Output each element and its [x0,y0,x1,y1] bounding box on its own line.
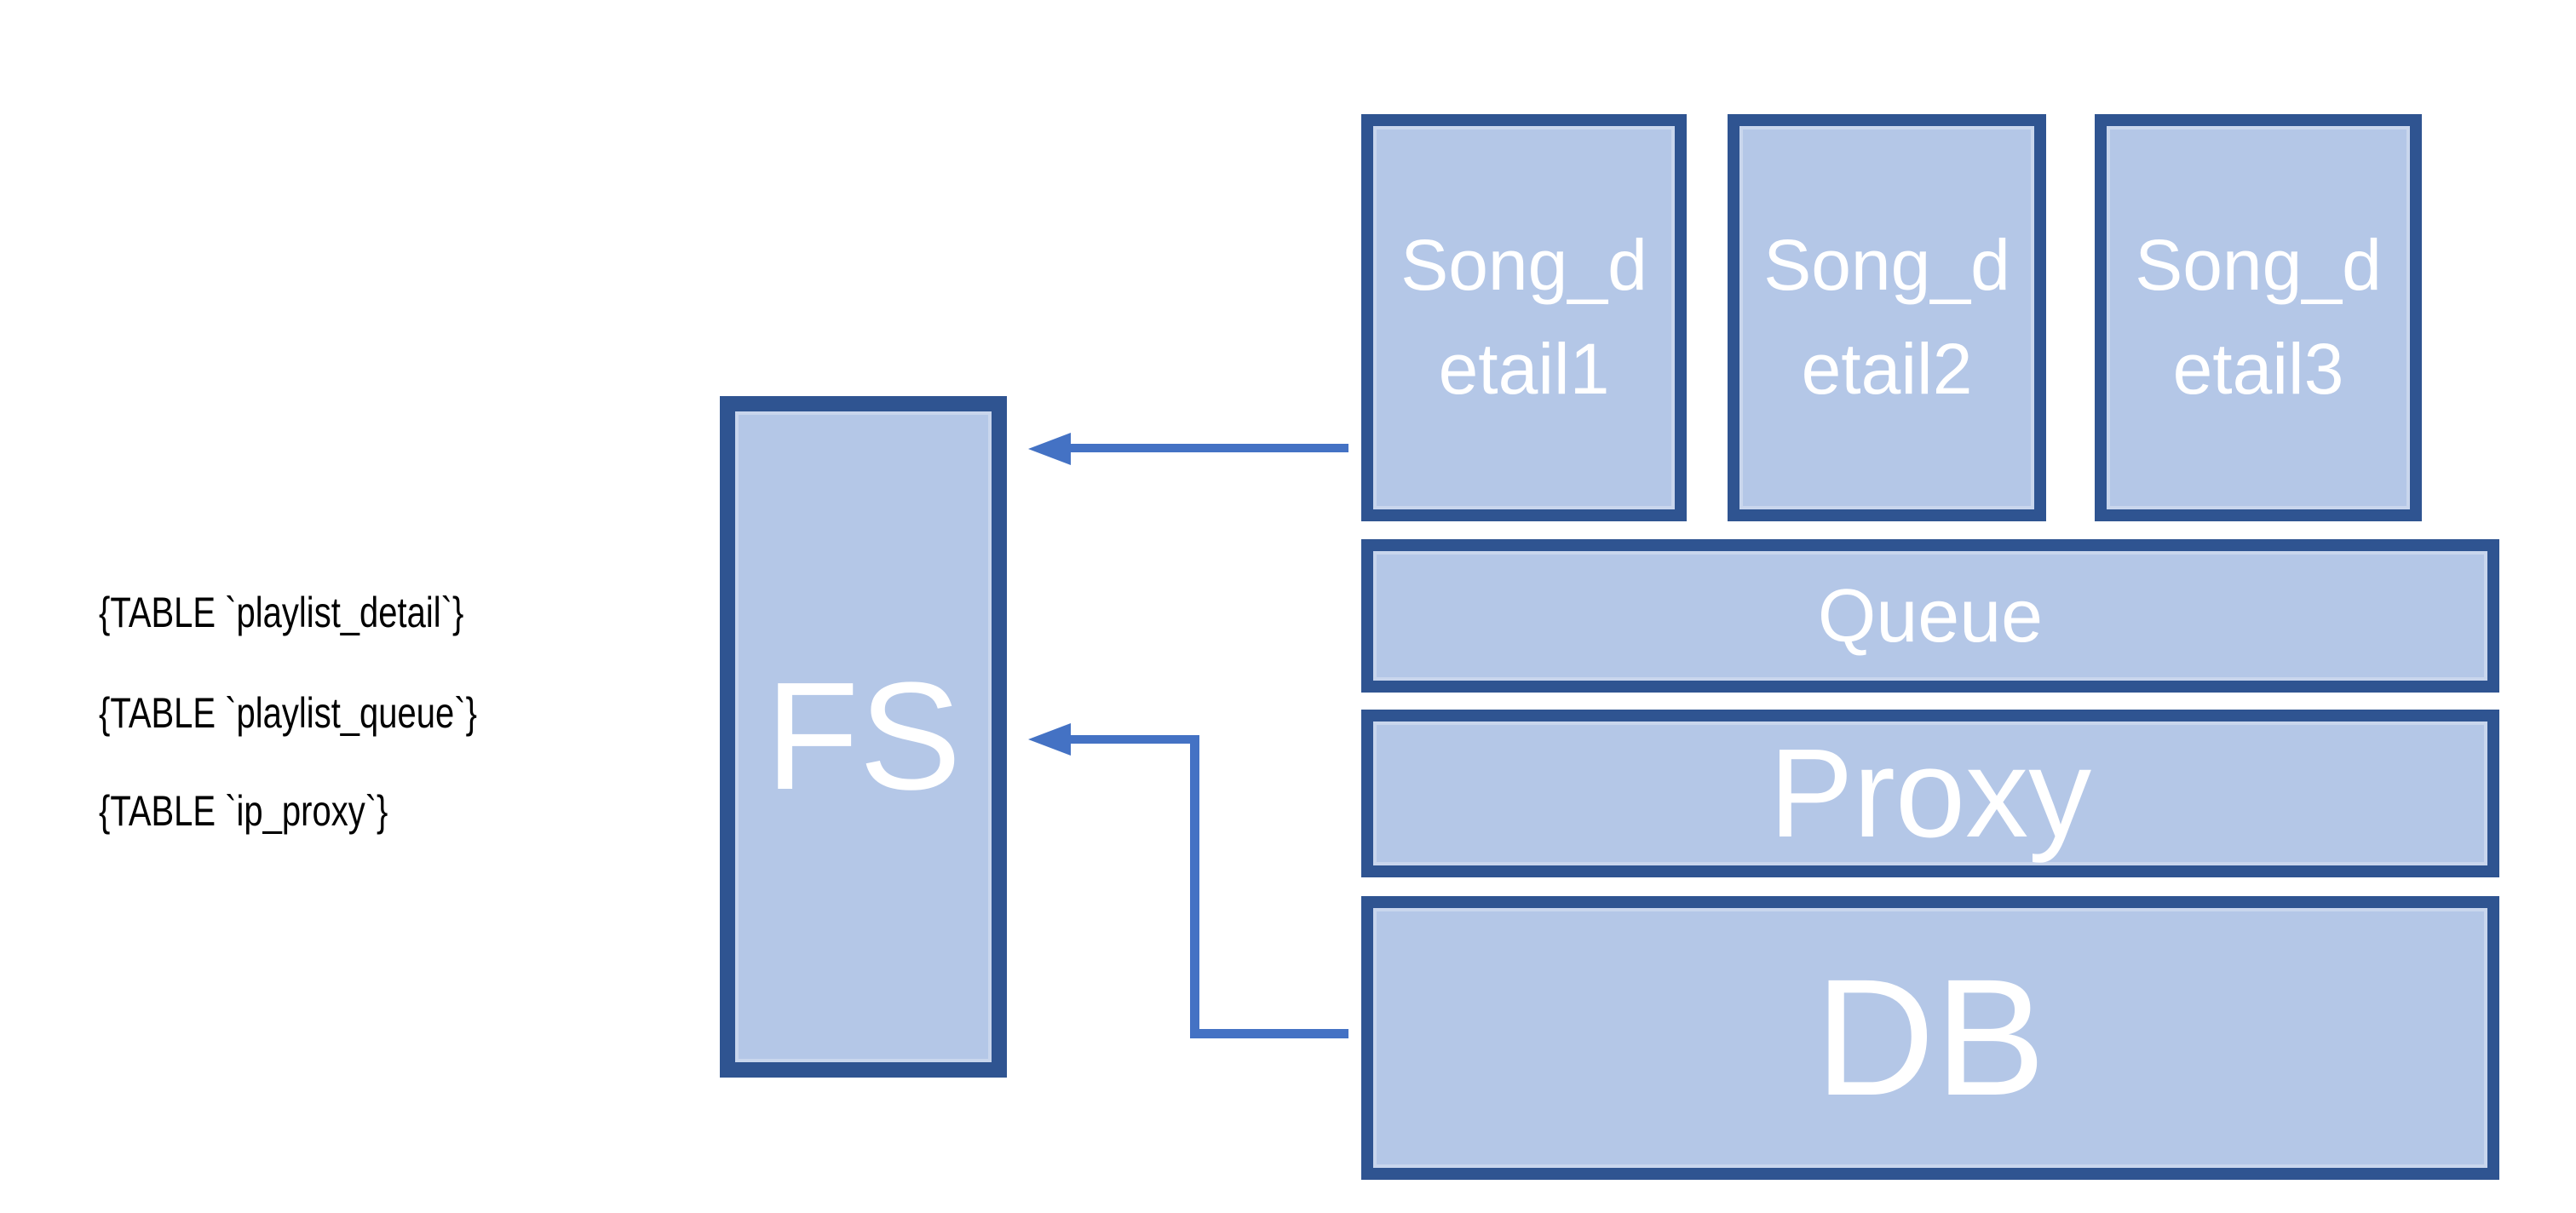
arrow-db-to-fs-line-top [1070,735,1199,744]
song-detail3-label: Song_d etail3 [2135,225,2382,409]
db-node: DB [1361,896,2499,1180]
song-detail2-node: Song_d etail2 [1728,114,2046,521]
song-detail1-label: Song_d etail1 [1400,225,1647,409]
song-detail3-node: Song_d etail3 [2095,114,2422,521]
queue-node: Queue [1361,539,2499,693]
arrow-song-detail1-to-fs-line [1070,444,1348,452]
db-node-label: DB [1814,945,2046,1130]
song-detail1-node: Song_d etail1 [1361,114,1687,521]
fs-node-label: FS [765,651,962,822]
table-label-ip-proxy: {TABLE `ip_proxy`} [99,787,388,835]
arrow-db-to-fs-head [1028,723,1071,756]
arrow-db-to-fs-line-bottom [1190,1029,1348,1038]
arrow-db-to-fs-line-vertical [1190,735,1199,1038]
proxy-node-label: Proxy [1768,722,2092,864]
fs-node: FS [720,396,1007,1078]
table-label-playlist-detail: {TABLE `playlist_detail`} [99,589,464,636]
arrow-song-detail1-to-fs-head [1028,433,1071,465]
table-label-playlist-queue: {TABLE `playlist_queue`} [99,689,477,737]
proxy-node: Proxy [1361,710,2499,877]
queue-node-label: Queue [1817,573,2044,658]
song-detail2-label: Song_d etail2 [1763,225,2010,409]
